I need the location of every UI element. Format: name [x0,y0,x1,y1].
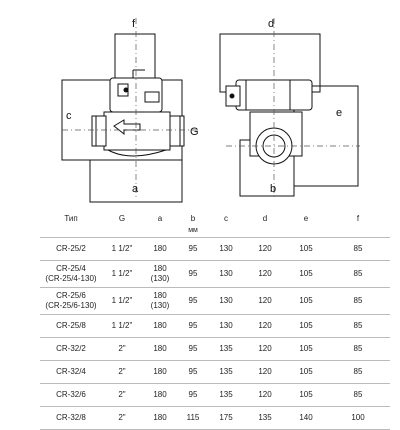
g-cell: 1 1/2" [102,260,142,288]
b-cell: 95 [178,337,208,361]
c-cell: 135 [208,337,244,361]
c-cell: 135 [208,360,244,384]
g-cell: 2" [102,406,142,430]
table-header-row: Тип G a b c d e f [40,211,390,225]
a-cell: 180 [142,360,178,384]
table-row: CR-25/4(CR-25/4-130) 1 1/2" 180(130) 95 … [40,260,390,288]
d-cell: 120 [244,360,286,384]
g-cell: 1 1/2" [102,314,142,338]
d-cell: 120 [244,260,286,288]
table-row: CR-32/4 2" 180 95 135 120 105 85 [40,360,390,384]
f-cell: 85 [326,337,390,361]
dim-frame-a [89,159,183,203]
c-cell: 130 [208,237,244,261]
b-cell: 95 [178,287,208,315]
table-row: CR-25/2 1 1/2" 180 95 130 120 105 85 [40,237,390,261]
d-cell: 135 [244,406,286,430]
flow-arrow [113,119,141,136]
header-e: e [303,213,309,223]
dimensions-table: Тип G a b c d e f мм CR-25/2 1 1/2" 180 … [40,211,390,430]
c-cell: 130 [208,314,244,338]
flange-left [91,115,107,147]
pump-dimension-drawing: f c G a d e b [61,18,360,203]
header-g: G [118,213,126,223]
b-cell: 115 [178,406,208,430]
g-cell: 2" [102,383,142,407]
label-d: d [268,18,274,30]
b-cell: 95 [178,383,208,407]
header-a: a [157,213,163,223]
unit-label: мм [178,225,208,238]
e-cell: 105 [286,360,326,384]
unit-row: мм [40,225,390,238]
label-c: c [66,110,72,122]
model-cell: CR-25/8 [40,314,102,338]
c-cell: 130 [208,260,244,288]
f-cell: 85 [326,287,390,315]
flange-right [169,115,185,147]
a-cell: 180 [142,314,178,338]
f-cell: 100 [326,406,390,430]
table-row: CR-32/2 2" 180 95 135 120 105 85 [40,337,390,361]
label-a: a [132,183,139,195]
a-cell: 180(130) [142,287,178,315]
c-cell: 175 [208,406,244,430]
table-row: CR-25/8 1 1/2" 180 95 130 120 105 85 [40,314,390,338]
f-cell: 85 [326,260,390,288]
table-row: CR-32/8 2" 180 115 175 135 140 100 [40,406,390,430]
f-cell: 85 [326,383,390,407]
f-cell: 85 [326,237,390,261]
e-cell: 105 [286,314,326,338]
pump-body [103,111,171,151]
e-cell: 105 [286,383,326,407]
g-cell: 1 1/2" [102,237,142,261]
header-f: f [356,213,360,223]
d-cell: 120 [244,237,286,261]
e-cell: 105 [286,237,326,261]
header-b: b [190,213,196,223]
e-cell: 105 [286,260,326,288]
d-cell: 120 [244,287,286,315]
model-cell: CR-25/4(CR-25/4-130) [40,260,102,288]
e-cell: 105 [286,287,326,315]
a-cell: 180 [142,237,178,261]
model-cell: CR-32/2 [40,337,102,361]
label-b: b [270,183,276,195]
b-cell: 95 [178,314,208,338]
b-cell: 95 [178,260,208,288]
header-type: Тип [64,213,78,223]
header-d: d [262,213,268,223]
e-cell: 140 [286,406,326,430]
b-cell: 95 [178,360,208,384]
model-cell: CR-25/2 [40,237,102,261]
model-cell: CR-32/6 [40,383,102,407]
g-cell: 2" [102,337,142,361]
model-cell: CR-32/4 [40,360,102,384]
side-view [61,33,185,203]
b-cell: 95 [178,237,208,261]
label-f: f [132,18,136,30]
model-cell: CR-25/6(CR-25/6-130) [40,287,102,315]
f-cell: 85 [326,314,390,338]
d-cell: 120 [244,383,286,407]
d-cell: 120 [244,314,286,338]
g-cell: 2" [102,360,142,384]
label-e: e [336,107,342,119]
f-cell: 85 [326,360,390,384]
table-row: CR-25/6(CR-25/6-130) 1 1/2" 180(130) 95 … [40,287,390,315]
a-cell: 180 [142,337,178,361]
d-cell: 120 [244,337,286,361]
g-cell: 1 1/2" [102,287,142,315]
a-cell: 180 [142,383,178,407]
header-c: c [224,213,228,223]
label-g: G [190,126,199,138]
c-cell: 130 [208,287,244,315]
c-cell: 135 [208,383,244,407]
table-row: CR-32/6 2" 180 95 135 120 105 85 [40,383,390,407]
a-cell: 180(130) [142,260,178,288]
model-cell: CR-32/8 [40,406,102,430]
e-cell: 105 [286,337,326,361]
a-cell: 180 [142,406,178,430]
